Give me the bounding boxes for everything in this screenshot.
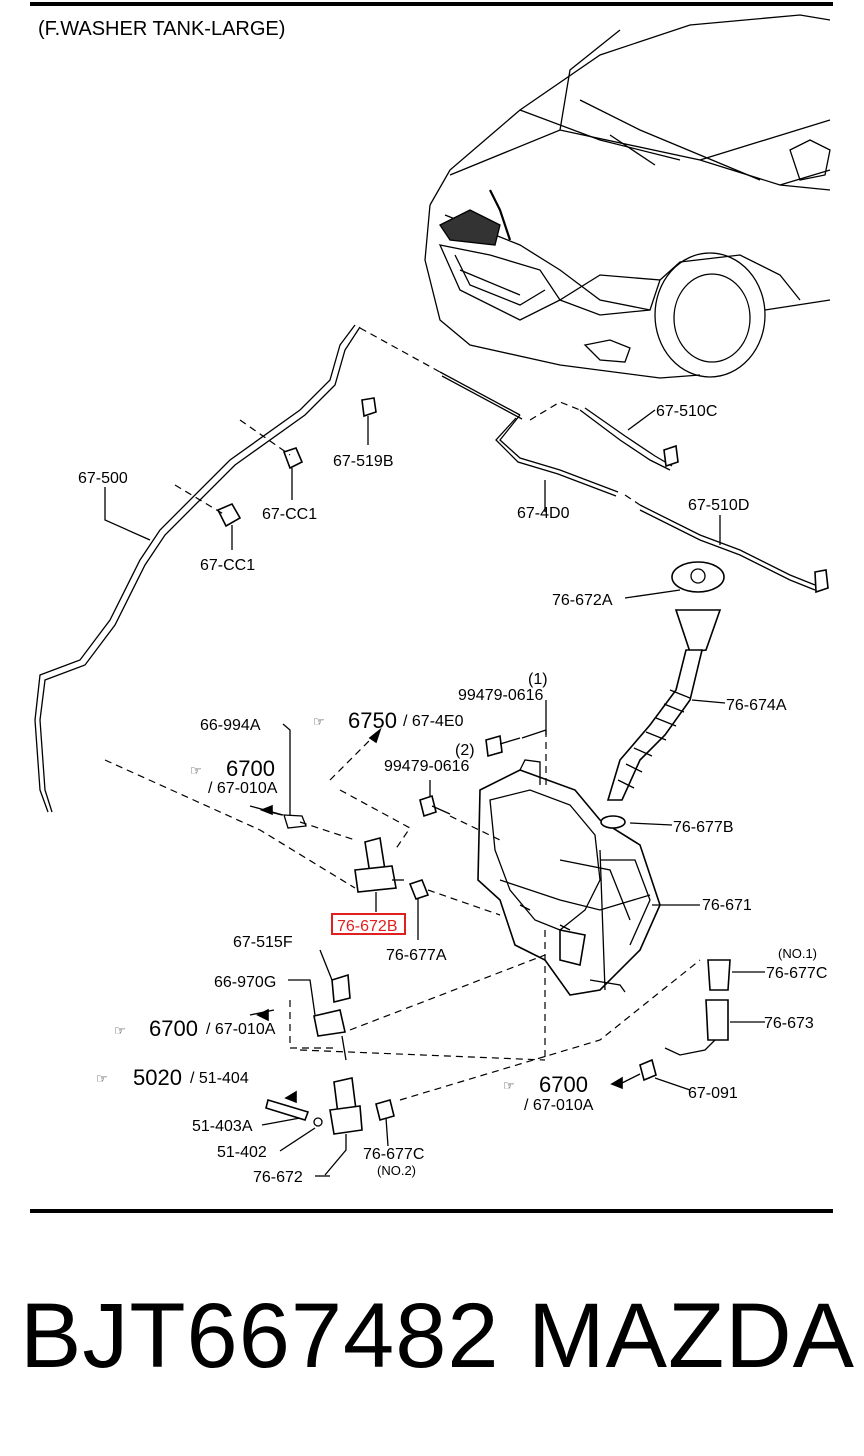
label-51-402: 51-402: [217, 1144, 267, 1161]
label-67-091: 67-091: [688, 1085, 738, 1102]
label-67-515F: 67-515F: [233, 934, 293, 951]
grommet-76-677A: [408, 879, 501, 940]
ref-5020: 5020: [133, 1065, 182, 1090]
top-rule: [30, 2, 833, 6]
level-sensor-76-673: [639, 959, 731, 1082]
ref-6700-c: 6700: [539, 1072, 588, 1097]
clip-67-519B: [361, 397, 377, 445]
hose-67-4D0: [495, 414, 641, 506]
label-67-CC1-upper: 67-CC1: [262, 506, 317, 523]
pump-76-672: [265, 1077, 395, 1176]
label-67-4D0: 67-4D0: [517, 505, 570, 522]
label-76-677A: 76-677A: [386, 947, 447, 964]
ref-icon: ☞: [313, 714, 325, 729]
label-76-677C-top: 76-677C: [766, 965, 827, 982]
ref-6750: 6750: [348, 708, 397, 733]
brand-name: MAZDA: [528, 1285, 855, 1387]
label-67-519B: 67-519B: [333, 453, 394, 470]
ref-icon: ☞: [114, 1023, 126, 1038]
ref-6700-b: 6700: [149, 1016, 198, 1041]
car-illustration: [424, 14, 831, 379]
label-no2: (NO.2): [377, 1163, 416, 1178]
filler-cap-76-672A: [671, 561, 725, 593]
label-bolt2: 99479-0616: [384, 758, 470, 775]
highlight-box: [331, 913, 406, 935]
ref-6750-sub: / 67-4E0: [403, 713, 464, 730]
label-66-994A: 66-994A: [200, 717, 261, 734]
bolt-99479-0616-2: [419, 780, 501, 841]
bolt-99479-0616-1: [485, 700, 547, 790]
label-76-674A: 76-674A: [726, 697, 787, 714]
ref-5020-sub: / 51-404: [190, 1070, 249, 1087]
label-67-CC1-lower: 67-CC1: [200, 557, 255, 574]
label-67-510D: 67-510D: [688, 497, 749, 514]
label-76-671: 76-671: [702, 897, 752, 914]
hose-67-510C: [529, 401, 679, 471]
leader-lines: [104, 409, 765, 1177]
label-bolt1-qty: (1): [528, 671, 548, 688]
part-number: BJT667482: [20, 1285, 500, 1387]
label-67-500: 67-500: [78, 470, 128, 487]
label-bolt1: 99479-0616: [458, 687, 544, 704]
label-76-673: 76-673: [764, 1015, 814, 1032]
clip-67-cc1-upper: [239, 419, 304, 500]
connector-67-515F: [319, 949, 351, 1004]
ref-6700-b-sub: / 67-010A: [206, 1021, 276, 1038]
ref-6700-a-sub: / 67-010A: [208, 780, 278, 797]
label-76-672A: 76-672A: [552, 592, 613, 609]
diagram-title: (F.WASHER TANK-LARGE): [38, 18, 285, 40]
ref-6700-a: 6700: [226, 756, 275, 781]
label-bolt2-qty: (2): [455, 742, 475, 759]
label-76-677B: 76-677B: [673, 819, 734, 836]
label-67-510C: 67-510C: [656, 403, 717, 420]
ref-icon: ☞: [503, 1078, 515, 1093]
hose-67-500: [34, 324, 523, 813]
parts-diagram: (F.WASHER TANK-LARGE): [34, 14, 831, 1186]
arrows: [256, 727, 641, 1104]
washer-tank-76-671: [477, 759, 661, 996]
label-76-672B: 76-672B: [337, 918, 398, 935]
label-76-672: 76-672: [253, 1169, 303, 1186]
connector-66-970G: [313, 1009, 347, 1061]
pump-76-672B: [283, 814, 404, 912]
label-51-403A: 51-403A: [192, 1118, 253, 1135]
ref-6700-c-sub: / 67-010A: [524, 1097, 594, 1114]
clip-67-cc1-lower: [174, 484, 242, 550]
hose-67-510D: [639, 504, 829, 594]
label-no1: (NO.1): [778, 946, 817, 961]
label-76-677C-bottom: 76-677C: [363, 1146, 424, 1163]
ref-icon: ☞: [96, 1071, 108, 1086]
filler-neck-76-674A: [606, 609, 722, 801]
ref-icon: ☞: [190, 763, 202, 778]
label-66-970G: 66-970G: [214, 974, 276, 991]
bottom-rule: [30, 1209, 833, 1213]
